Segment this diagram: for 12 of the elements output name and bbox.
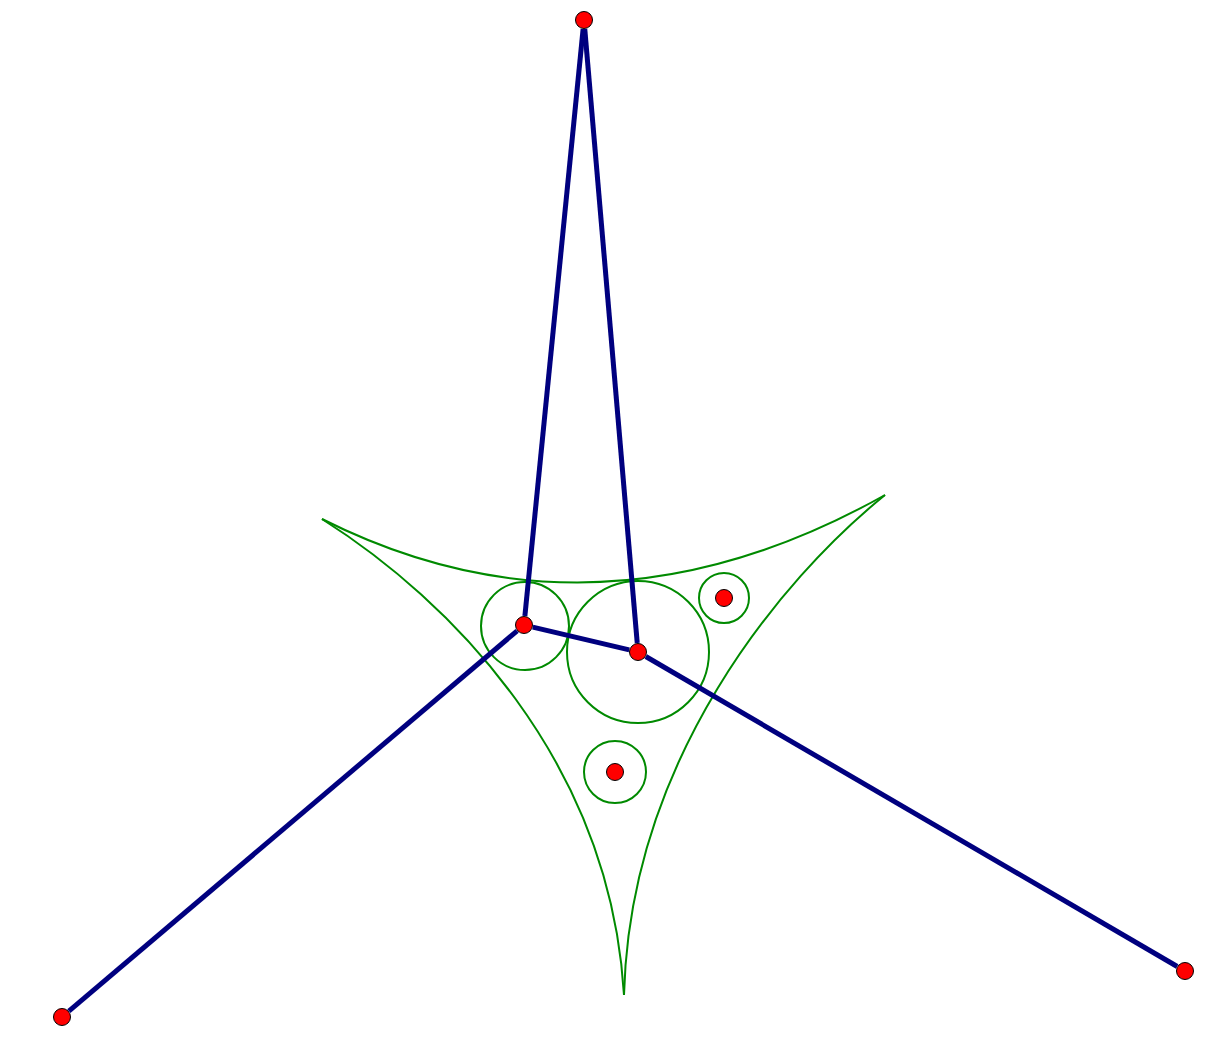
line-segment (532, 624, 630, 653)
line-segment (644, 654, 1179, 969)
point-dot (629, 643, 647, 661)
point-dot (606, 763, 624, 781)
point-dot (1176, 962, 1194, 980)
point-dot (53, 1008, 71, 1026)
point-dot (715, 589, 733, 607)
line-segment (522, 28, 586, 617)
point-dot (575, 11, 593, 29)
point-dot (515, 616, 533, 634)
line-segment (582, 28, 640, 644)
line-segment (67, 628, 519, 1014)
